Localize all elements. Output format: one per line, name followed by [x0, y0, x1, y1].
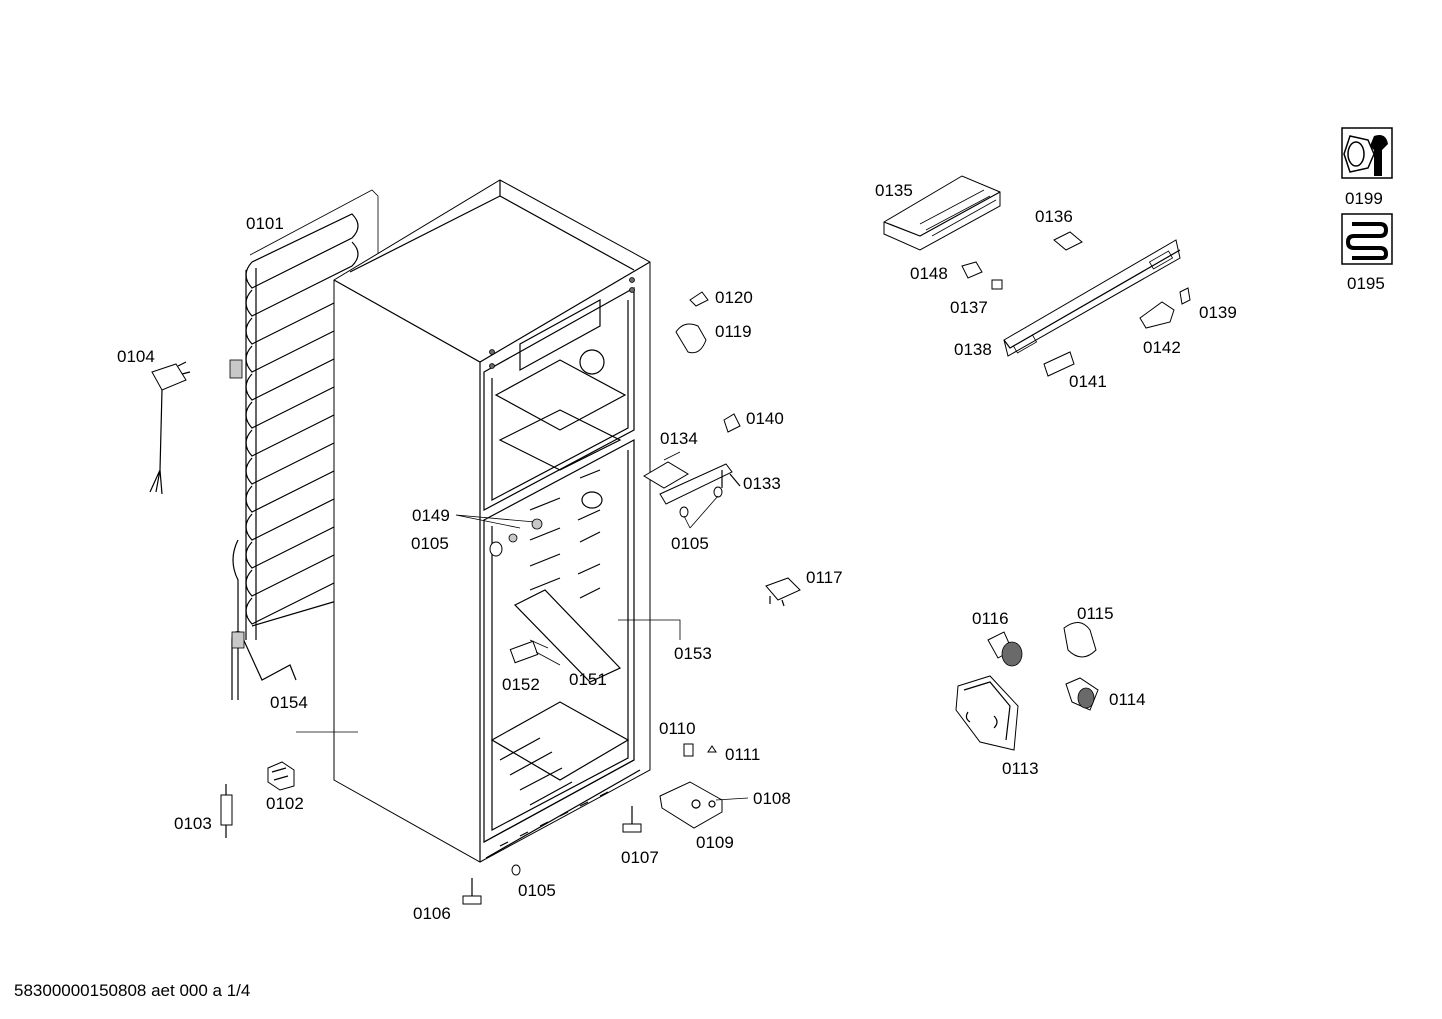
bottom-hinge — [659, 781, 749, 829]
label-0108: 0108 — [753, 789, 791, 808]
label-0133: 0133 — [743, 474, 781, 493]
label-0135: 0135 — [875, 181, 913, 200]
label-0199: 0199 — [1345, 189, 1383, 208]
label-0111: 0111 — [725, 745, 760, 764]
label-0138: 0138 — [954, 340, 992, 359]
filter-drier — [220, 784, 233, 838]
label-0114: 0114 — [1109, 690, 1146, 709]
label-0115: 0115 — [1077, 604, 1114, 623]
label-0105-bottom: 0105 — [518, 881, 556, 900]
switch-part — [765, 577, 801, 607]
leveling-foot — [462, 878, 482, 905]
label-0105-left: 0105 — [411, 534, 449, 553]
label-0107: 0107 — [621, 848, 659, 867]
label-0101: 0101 — [246, 214, 284, 233]
label-0142: 0142 — [1143, 338, 1181, 357]
label-0154: 0154 — [270, 693, 308, 712]
label-0148: 0148 — [910, 264, 948, 283]
power-cord — [149, 361, 191, 495]
part-labels: 0101 0104 0154 0102 0103 0106 0105 0149 … — [117, 181, 1385, 923]
lamp-socket — [1065, 677, 1099, 711]
control-module — [883, 175, 1001, 251]
label-0105-right: 0105 — [671, 534, 709, 553]
label-0110: 0110 — [659, 719, 696, 738]
label-0141: 0141 — [1069, 372, 1107, 391]
document-id: 58300000150808 aet 000 a 1/4 — [14, 981, 251, 1000]
label-0102: 0102 — [266, 794, 304, 813]
label-0136: 0136 — [1035, 207, 1073, 226]
lamp-cover — [1063, 622, 1097, 658]
label-0113: 0113 — [1002, 759, 1039, 778]
heating-coil-icon — [1341, 213, 1393, 265]
label-0106: 0106 — [413, 904, 451, 923]
label-0195: 0195 — [1347, 274, 1385, 293]
label-0149: 0149 — [412, 506, 450, 525]
wrench-nut-icon — [1341, 127, 1393, 179]
lamp-bulb — [987, 631, 1023, 667]
label-0153: 0153 — [674, 644, 712, 663]
lamp-housing — [955, 675, 1019, 751]
leveling-foot-2 — [622, 806, 642, 833]
control-rail — [1003, 239, 1181, 357]
label-0139: 0139 — [1199, 303, 1237, 322]
label-0104: 0104 — [117, 347, 155, 366]
label-0134: 0134 — [660, 429, 698, 448]
top-hinge — [643, 451, 741, 529]
clip-part — [267, 761, 295, 791]
condenser-coil — [229, 189, 379, 700]
label-0140: 0140 — [746, 409, 784, 428]
label-0117: 0117 — [806, 568, 843, 587]
label-0137: 0137 — [950, 298, 988, 317]
label-0152: 0152 — [502, 675, 540, 694]
refrigerator-cabinet — [333, 179, 651, 863]
label-0151: 0151 — [569, 670, 607, 689]
label-0103: 0103 — [174, 814, 212, 833]
label-0120: 0120 — [715, 288, 753, 307]
label-0109: 0109 — [696, 833, 734, 852]
label-0119: 0119 — [715, 322, 752, 341]
label-0116: 0116 — [972, 609, 1009, 628]
